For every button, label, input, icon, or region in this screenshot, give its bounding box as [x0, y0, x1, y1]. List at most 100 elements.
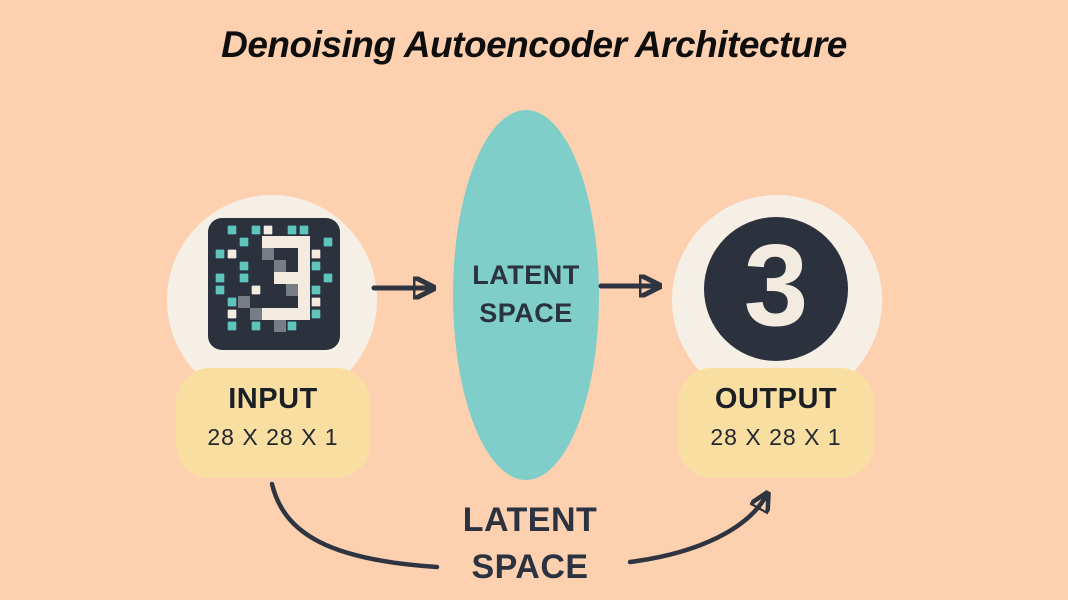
pixel-cell	[215, 273, 225, 283]
pixel-cell	[238, 332, 250, 344]
pixel-cell	[250, 248, 262, 260]
pixel-cell	[298, 248, 310, 260]
pixel-cell	[274, 320, 286, 332]
pixel-cell	[250, 272, 262, 284]
pixel-cell	[262, 296, 274, 308]
pixel-cell	[262, 320, 274, 332]
pixel-cell	[286, 284, 298, 296]
pixel-cell	[262, 248, 274, 260]
pixel-cell	[215, 285, 225, 295]
pixel-cell	[298, 320, 310, 332]
pixel-cell	[310, 272, 322, 284]
output-label: OUTPUT	[714, 383, 838, 415]
input-dimensions: 28 X 28 X 1	[207, 424, 339, 450]
pixel-cell	[286, 332, 298, 344]
pixel-cell	[239, 261, 249, 271]
pixel-cell	[298, 236, 310, 248]
pixel-cell	[311, 249, 321, 259]
pixel-cell	[310, 224, 322, 236]
pixel-cell	[214, 296, 226, 308]
input-label-box: INPUT 28 X 28 X 1	[176, 368, 370, 478]
pixel-cell	[227, 309, 237, 319]
input-label: INPUT	[228, 383, 318, 415]
pixel-cell	[311, 285, 321, 295]
pixel-cell	[214, 260, 226, 272]
pixel-cell	[250, 236, 262, 248]
pixel-cell	[227, 225, 237, 235]
pixel-cell	[251, 285, 261, 295]
pixel-cell	[274, 332, 286, 344]
pixel-cell	[322, 308, 334, 320]
pixel-cell	[250, 332, 262, 344]
pixel-cell	[287, 321, 297, 331]
pixel-cell	[310, 236, 322, 248]
pixel-cell	[215, 249, 225, 259]
pixel-grid	[214, 224, 334, 344]
pixel-cell	[274, 236, 286, 248]
pixel-cell	[286, 236, 298, 248]
pixel-cell	[323, 237, 333, 247]
output-digit-badge: 3	[704, 217, 848, 361]
pixel-cell	[274, 284, 286, 296]
pixel-cell	[274, 260, 286, 272]
pixel-cell	[310, 320, 322, 332]
noisy-digit-image	[208, 218, 340, 350]
pixel-cell	[239, 237, 249, 247]
pixel-cell	[286, 308, 298, 320]
pixel-cell	[226, 272, 238, 284]
pixel-cell	[322, 248, 334, 260]
pixel-cell	[322, 260, 334, 272]
pixel-cell	[274, 308, 286, 320]
pixel-cell	[239, 273, 249, 283]
pixel-cell	[298, 332, 310, 344]
pixel-cell	[226, 236, 238, 248]
pixel-cell	[262, 260, 274, 272]
pixel-cell	[322, 320, 334, 332]
pixel-cell	[299, 225, 309, 235]
pixel-cell	[287, 225, 297, 235]
pixel-cell	[262, 236, 274, 248]
pixel-cell	[250, 296, 262, 308]
pixel-cell	[238, 248, 250, 260]
pixel-cell	[214, 308, 226, 320]
pixel-cell	[214, 320, 226, 332]
pixel-cell	[262, 332, 274, 344]
latent-space-bottom-label: LATENT SPACE	[405, 497, 655, 591]
pixel-cell	[227, 249, 237, 259]
pixel-cell	[250, 260, 262, 272]
pixel-cell	[322, 284, 334, 296]
pixel-cell	[298, 260, 310, 272]
pixel-cell	[226, 284, 238, 296]
latent-bottom-line2: SPACE	[471, 547, 589, 586]
pixel-cell	[226, 332, 238, 344]
pixel-cell	[298, 296, 310, 308]
pixel-cell	[263, 225, 273, 235]
pixel-cell	[298, 308, 310, 320]
pixel-cell	[286, 272, 298, 284]
pixel-cell	[214, 224, 226, 236]
output-dimensions: 28 X 28 X 1	[710, 424, 842, 450]
pixel-cell	[322, 332, 334, 344]
pixel-cell	[238, 308, 250, 320]
latent-space-ellipse: LATENT SPACE	[453, 110, 599, 480]
pixel-cell	[238, 284, 250, 296]
pixel-cell	[238, 320, 250, 332]
pixel-cell	[226, 260, 238, 272]
latent-ellipse-line1: LATENT	[472, 260, 580, 291]
output-label-box: OUTPUT 28 X 28 X 1	[678, 368, 874, 478]
pixel-cell	[238, 224, 250, 236]
page-title: Denoising Autoencoder Architecture	[221, 24, 847, 65]
pixel-cell	[298, 284, 310, 296]
pixel-cell	[274, 272, 286, 284]
pixel-cell	[262, 308, 274, 320]
pixel-cell	[238, 296, 250, 308]
output-digit: 3	[743, 220, 809, 350]
pixel-cell	[286, 248, 298, 260]
pixel-cell	[274, 248, 286, 260]
pixel-cell	[214, 332, 226, 344]
pixel-cell	[310, 332, 322, 344]
pixel-cell	[286, 296, 298, 308]
pixel-cell	[322, 224, 334, 236]
pixel-cell	[251, 225, 261, 235]
